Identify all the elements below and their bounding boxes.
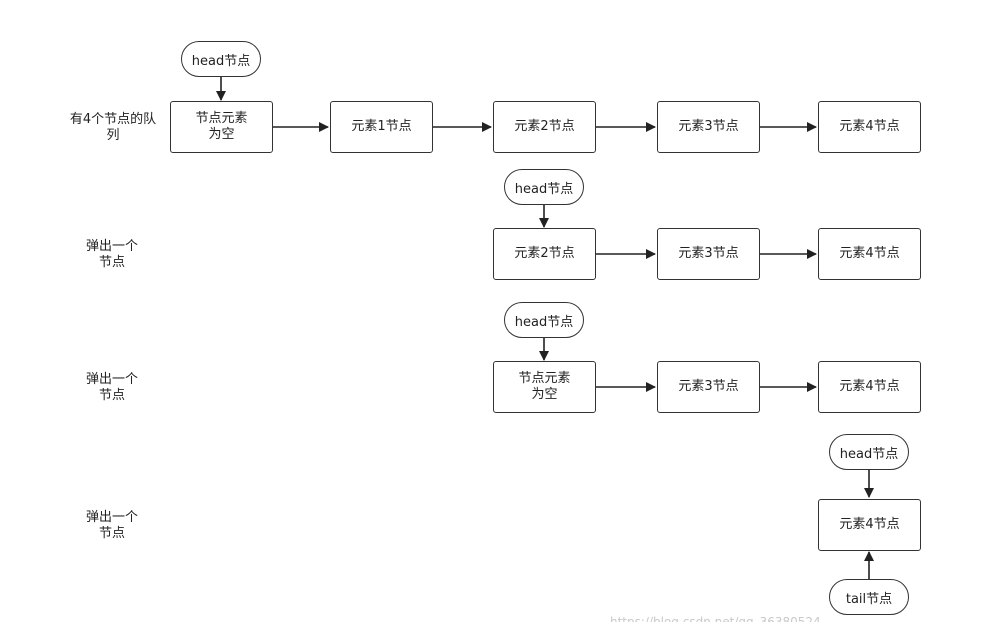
head-pointer: head节点 [504, 302, 584, 338]
queue-node: 节点元素为空 [170, 101, 273, 153]
row-label-pop: 弹出一个节点 [85, 239, 138, 270]
queue-node: 元素1节点 [330, 101, 433, 153]
watermark: https://blog.csdn.net/qq_36380524 [610, 615, 821, 622]
tail-pointer: tail节点 [829, 579, 909, 615]
queue-node: 节点元素为空 [493, 361, 596, 413]
queue-node: 元素4节点 [818, 101, 921, 153]
queue-node: 元素2节点 [493, 228, 596, 280]
queue-node: 元素4节点 [818, 228, 921, 280]
queue-node: 元素4节点 [818, 361, 921, 413]
queue-node: 元素3节点 [657, 101, 760, 153]
head-pointer: head节点 [504, 169, 584, 205]
queue-node: 元素4节点 [818, 499, 921, 551]
row-label-pop: 弹出一个节点 [85, 510, 138, 541]
row-label-queue: 有4个节点的队列 [69, 112, 157, 143]
head-pointer: head节点 [181, 41, 261, 77]
row-label-pop: 弹出一个节点 [85, 372, 138, 403]
head-pointer: head节点 [829, 434, 909, 470]
queue-node: 元素3节点 [657, 361, 760, 413]
queue-node: 元素3节点 [657, 228, 760, 280]
node-label: 节点元素为空 [518, 371, 571, 402]
node-label: 节点元素为空 [195, 111, 248, 142]
queue-node: 元素2节点 [493, 101, 596, 153]
